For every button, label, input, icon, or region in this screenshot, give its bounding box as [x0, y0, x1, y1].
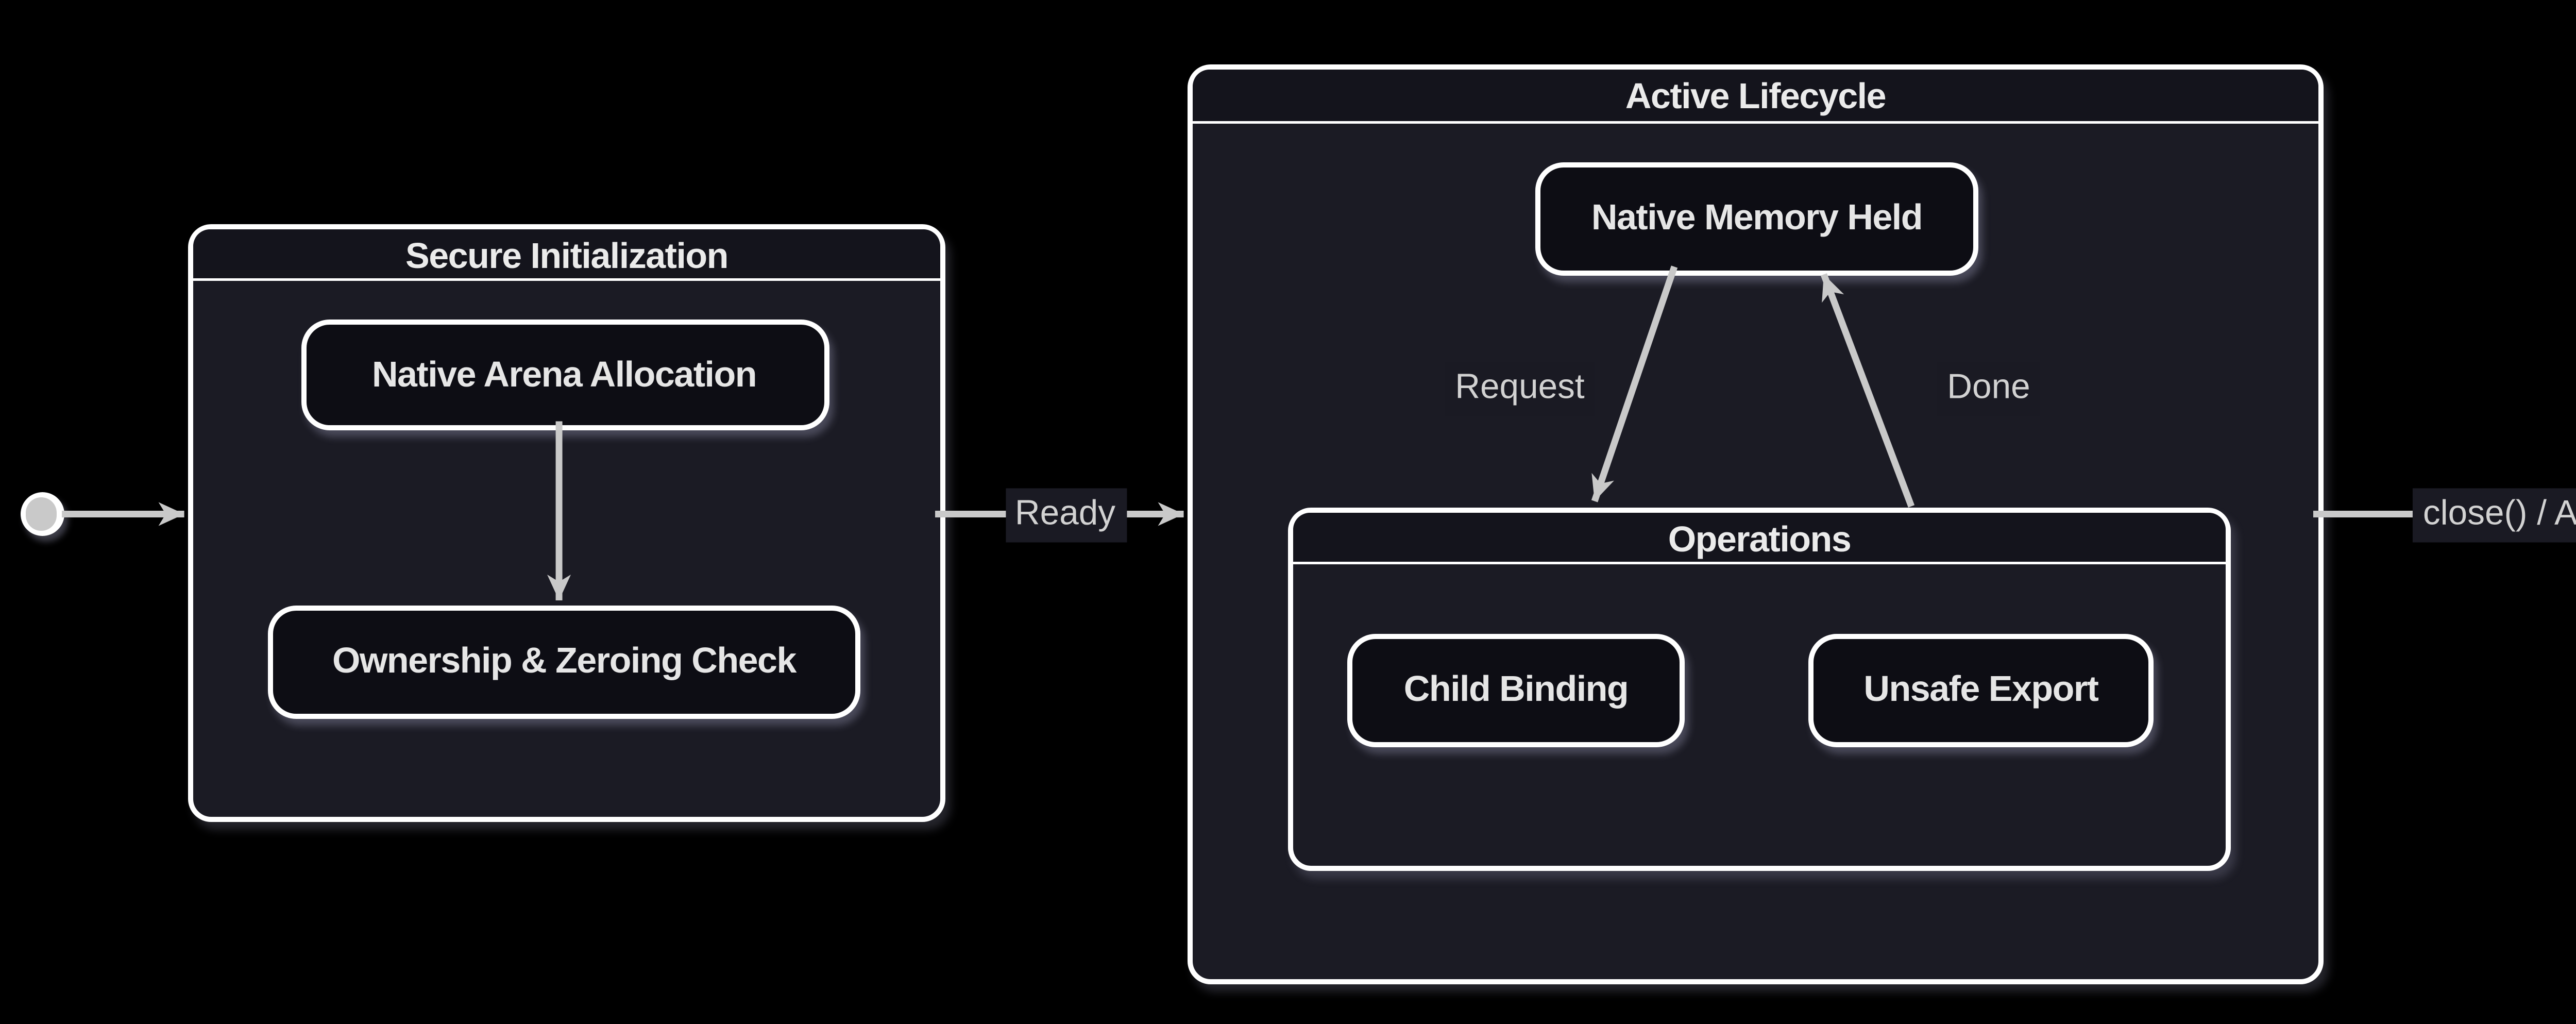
- initial-state-marker: [19, 492, 63, 536]
- transition-label-close-autocloseable: close() / AutoCloseable: [2412, 487, 2576, 541]
- transition-label-done: Done: [1937, 361, 2041, 415]
- transition-label-ready: Ready: [1004, 487, 1126, 541]
- composite-secure-initialization: Secure Initialization: [188, 224, 945, 822]
- state-native-arena-allocation: Native Arena Allocation: [300, 320, 828, 430]
- state-ownership-zeroing-check: Ownership & Zeroing Check: [268, 604, 860, 718]
- composite-title-active-lifecycle: Active Lifecycle: [1193, 70, 2318, 125]
- transition-label-request: Request: [1445, 361, 1595, 415]
- composite-title-secure-initialization: Secure Initialization: [193, 229, 940, 281]
- initial-state-dot: [25, 498, 58, 530]
- composite-title-operations: Operations: [1293, 513, 2226, 564]
- state-native-memory-held: Native Memory Held: [1535, 162, 1978, 276]
- state-unsafe-export: Unsafe Export: [1808, 634, 2154, 747]
- state-child-binding: Child Binding: [1347, 634, 1685, 747]
